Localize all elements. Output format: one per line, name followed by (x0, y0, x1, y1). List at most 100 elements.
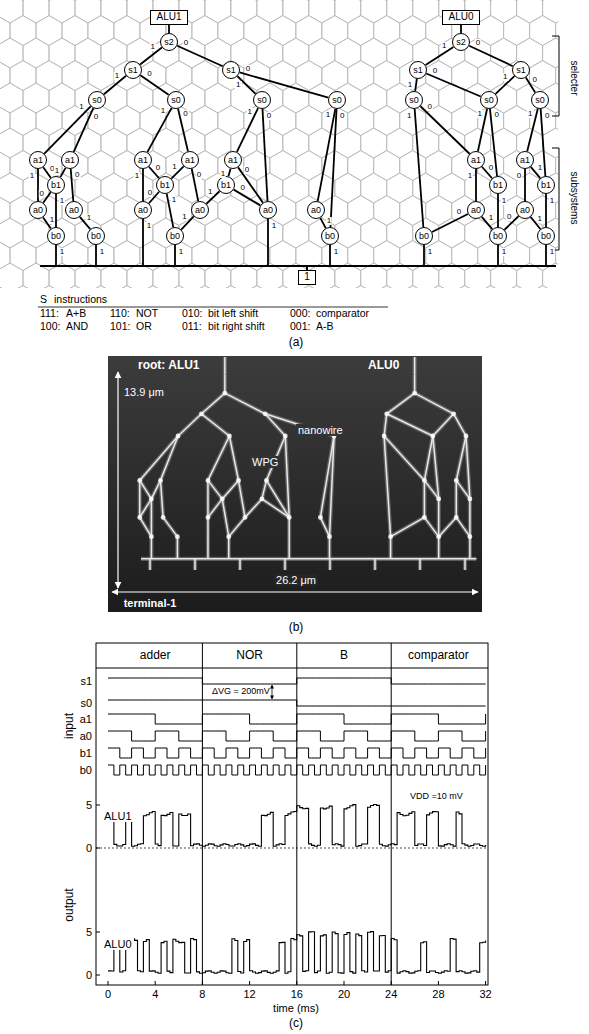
node-text: s2 (456, 38, 466, 47)
bdd-node-circle: s2 (452, 33, 470, 51)
delta-arrow (272, 685, 273, 699)
output-box: ALU1 (150, 10, 188, 25)
wrap-gate (137, 515, 142, 520)
nanowire (151, 537, 153, 559)
nanowire-glow (140, 517, 152, 536)
branch-value: 0 (506, 213, 512, 221)
y-tick (96, 975, 100, 976)
wrap-gate (283, 434, 288, 439)
section-header: adder (140, 649, 171, 662)
nanowire-glow (206, 517, 210, 558)
branch-value: 1 (536, 215, 542, 223)
branch-value: 0 (544, 112, 550, 120)
micrograph-label: terminal-1 (124, 597, 177, 609)
nanowire (320, 517, 329, 536)
wrap-gate (436, 534, 441, 539)
bdd-branch (475, 169, 477, 201)
nanowire-glow (223, 375, 227, 394)
node-text: a1 (65, 156, 75, 165)
nanowire-glow (287, 517, 291, 558)
nanowire-glow (163, 517, 177, 536)
branch-value: 1 (501, 197, 507, 205)
wrap-gate (454, 478, 459, 483)
x-tick (344, 981, 345, 985)
node-text: a0 (311, 206, 321, 215)
node-text: s1 (413, 66, 423, 75)
opcode: 011: (182, 321, 202, 333)
branch-value: 0 (196, 171, 202, 179)
micrograph-label: ALU0 (368, 359, 399, 372)
node-text: s2 (164, 38, 174, 47)
wrap-gate (236, 478, 241, 483)
nanowire (414, 375, 416, 394)
wrap-gate (422, 515, 427, 520)
branch-value: 0 (244, 166, 250, 174)
branch-value: 1 (54, 167, 60, 175)
wrap-gate (454, 515, 459, 520)
branch-value: 1 (326, 217, 332, 225)
nanowire (424, 480, 426, 517)
node-text: b1 (160, 181, 170, 190)
bdd-branch (524, 169, 526, 201)
bdd-branch (56, 245, 307, 270)
nanowire (469, 537, 471, 559)
opcode: 110: (110, 308, 130, 320)
nanowire-glow (424, 436, 432, 480)
axis-tick: 0 (86, 969, 92, 981)
node-text: a1 (228, 156, 238, 165)
axis-tick: 4 (152, 988, 158, 1000)
bdd-branch (177, 46, 223, 67)
node-text: b0 (325, 232, 335, 241)
nanowire (139, 480, 141, 517)
nanowire (456, 517, 470, 536)
bdd-branch (142, 169, 144, 201)
node-text: a0 (471, 206, 481, 215)
nanowire-glow (422, 480, 426, 517)
axis-tick: 8 (199, 988, 205, 1000)
bdd-branch (497, 194, 499, 227)
bdd-node-circle: b0 (415, 227, 433, 245)
section-header: comparator (408, 649, 469, 662)
trace-label: ALU1 (102, 810, 134, 822)
x-tick (296, 981, 297, 985)
nanowire (201, 414, 229, 436)
instruction: AND (66, 321, 88, 333)
bdd-node-circle: s1 (222, 61, 240, 79)
input-waveform (108, 700, 486, 706)
nanowire-glow (413, 357, 417, 375)
bdd-node-circle: a1 (516, 151, 534, 169)
nanowire (151, 480, 160, 499)
wrap-gate (388, 534, 393, 539)
bdd-branch (55, 194, 57, 227)
nanowire (201, 393, 224, 414)
micrograph-label: nanowire (296, 424, 345, 436)
dimension: 26.2 μm (274, 574, 318, 586)
axis-tick: 0 (86, 842, 92, 854)
nanowire-glow (454, 414, 466, 436)
instruction: bit right shift (208, 321, 265, 333)
bdd-branch (415, 109, 424, 227)
branch-value: 0 (531, 76, 537, 84)
x-tick (391, 981, 392, 985)
bdd-node-circle: a0 (134, 201, 152, 219)
bdd-branch (469, 46, 513, 66)
axis-tick: 28 (432, 988, 444, 1000)
panel-label: (c) (289, 1017, 303, 1030)
bdd-node-circle: s0 (531, 91, 549, 109)
wrap-gate (436, 497, 441, 502)
bdd-branch (140, 75, 168, 95)
instruction: A-B (316, 321, 334, 333)
input-waveform (108, 714, 486, 724)
nanowire (151, 499, 153, 537)
bdd-node-circle: a0 (307, 201, 325, 219)
nanowire (239, 559, 241, 570)
branch-value: 1 (271, 222, 277, 230)
nanowire (229, 517, 245, 536)
nanowire-glow (227, 537, 231, 559)
node-text: b1 (221, 181, 231, 190)
nanowire (469, 499, 471, 537)
opcode: 101: (110, 321, 130, 333)
nanowire (140, 517, 152, 536)
x-tick (108, 981, 109, 985)
section-header: NOR (236, 649, 263, 662)
